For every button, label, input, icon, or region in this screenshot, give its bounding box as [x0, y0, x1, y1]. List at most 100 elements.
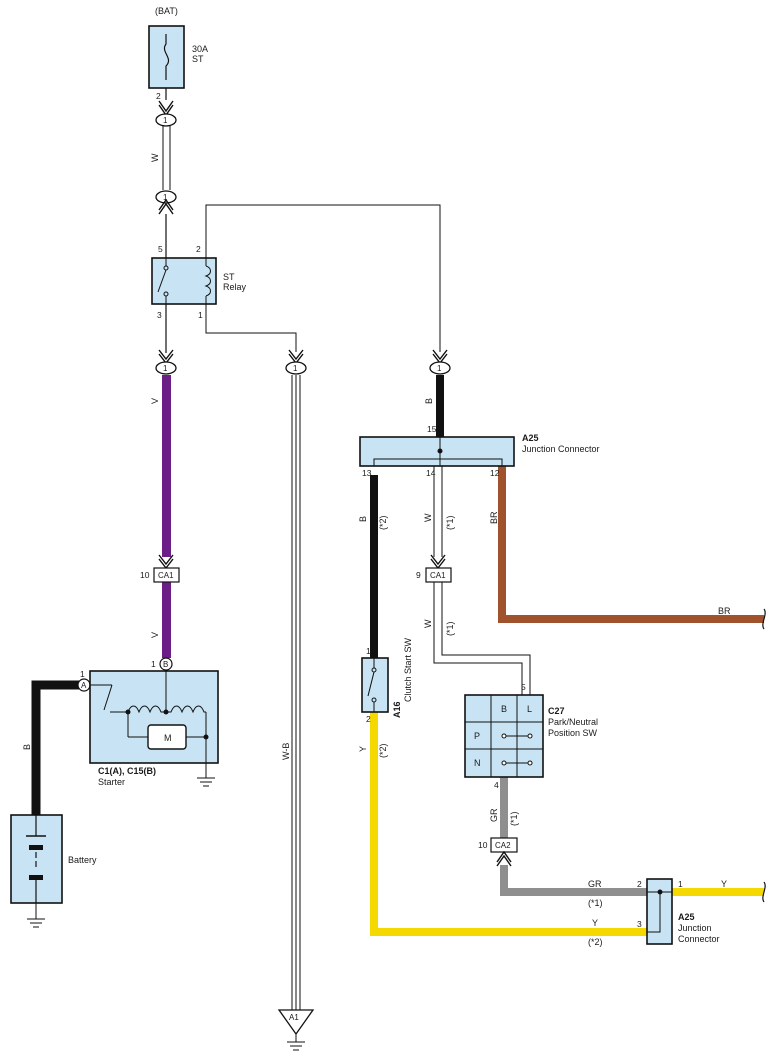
junction-connector-top [155, 113, 177, 127]
wire-w-a25-14 [433, 466, 443, 557]
pin-clutch-2: 2 [366, 714, 371, 724]
wire-code-w-ca1: W [423, 619, 433, 628]
fuse-name-label: ST [192, 54, 204, 64]
a25-top-code: A25 [522, 433, 539, 443]
pin-a25-14: 14 [426, 468, 436, 478]
pin-a25-13: 13 [362, 468, 372, 478]
pnp-col-b: B [501, 704, 507, 714]
wire-code-w-14: W [423, 513, 433, 522]
ca2-arrow [496, 850, 512, 867]
pin-relay-1: 1 [198, 310, 203, 320]
fuse-element-icon [163, 34, 170, 80]
junction-ground [285, 361, 307, 375]
wire-violet-lower [162, 582, 171, 658]
starter-motor-icon [147, 724, 187, 750]
pnp-row-n: N [474, 758, 481, 768]
wire-code-star2-bottom: (*2) [588, 937, 603, 947]
wire-violet [162, 375, 171, 557]
a25-bottom-internal [647, 889, 672, 933]
ca2-label: CA2 [495, 841, 511, 850]
relay-label-1: ST [223, 272, 235, 282]
fuse-amp-label: 30A [192, 44, 208, 54]
pin-a25b-2: 2 [637, 879, 642, 889]
junction-connector-a25-top [359, 436, 515, 467]
clutch-code: A16 [392, 701, 402, 718]
wire-code-y-clutch: Y [358, 746, 368, 752]
junction-arrow-bottom [158, 198, 174, 215]
ca1-mid-label: CA1 [430, 571, 446, 580]
wire-code-gr-bottom: GR [588, 879, 602, 889]
wire-black-battery [31, 680, 79, 815]
wire-code-star2-13: (*2) [378, 515, 388, 530]
ground-a1-triangle [277, 1009, 315, 1036]
wire-code-star1-pnp: (*1) [509, 811, 519, 826]
pin-j1-top: 1 [163, 116, 168, 125]
wire-code-br-right: BR [718, 606, 731, 616]
terminal-b [159, 657, 173, 671]
battery-cell-icon [26, 815, 46, 903]
pnp-name-1: Park/Neutral [548, 717, 598, 727]
junction-black [429, 361, 451, 375]
ca1-mid-pin: 9 [416, 570, 421, 580]
pin-a25b-3: 3 [637, 919, 642, 929]
starter-internal-circuit [90, 671, 209, 763]
wire-code-y-bottom: Y [592, 918, 598, 928]
wire-code-v-relay: V [150, 398, 160, 404]
pin-starter-1a: 1 [80, 669, 85, 679]
starter-code: C1(A), C15(B) [98, 766, 156, 776]
a25-bottom-name-2: Connector [678, 934, 720, 944]
a25-top-name: Junction Connector [522, 444, 600, 454]
bat-label: (BAT) [155, 6, 178, 16]
pin-j-violet: 1 [163, 364, 168, 373]
wire-code-star1-bottom: (*1) [588, 898, 603, 908]
pnp-col-l: L [527, 704, 532, 714]
pin-a25-12: 12 [490, 468, 500, 478]
pnp-row-p: P [474, 731, 480, 741]
battery-name: Battery [68, 855, 97, 865]
relay-switch-icon [157, 258, 169, 304]
pin-relay-3: 3 [157, 310, 162, 320]
pin-pnp-5: 5 [521, 682, 526, 692]
wire-code-star1-ca1: (*1) [445, 621, 455, 636]
pin-a25b-1: 1 [678, 879, 683, 889]
wire-code-br-12: BR [489, 511, 499, 524]
wire-black-a25-13 [370, 475, 378, 658]
pin-a25-15: 15 [427, 424, 437, 434]
relay-coil-icon [204, 258, 211, 304]
wire-code-star1-14: (*1) [445, 515, 455, 530]
a25-top-internal [373, 437, 503, 466]
ground-a1-label: A1 [289, 1013, 299, 1022]
wire-code-star2-clutch: (*2) [378, 743, 388, 758]
pin-j-black: 1 [437, 364, 442, 373]
pnp-contact-n [501, 760, 533, 766]
terminal-b-label: B [163, 660, 168, 669]
wire-relay2-to-a25 [205, 204, 441, 352]
clutch-start-switch [361, 657, 389, 713]
junction-arrow-top [158, 100, 174, 117]
pin-starter-1b: 1 [151, 659, 156, 669]
wire-w-ca1-pnp [433, 582, 531, 695]
pin-j-ground: 1 [293, 364, 298, 373]
starter-name: Starter [98, 777, 125, 787]
wire-gray-ca2-a25 [500, 865, 647, 896]
break-mark-br [762, 608, 766, 630]
clutch-name: Clutch Start SW [403, 637, 413, 702]
wire-code-b-a25-top: B [424, 398, 434, 404]
ca1-arrow-mid [430, 554, 446, 570]
wire-code-wb: W-B [281, 743, 291, 760]
ca2-pin: 10 [478, 840, 488, 850]
wire-gray-pnp [500, 777, 508, 838]
clutch-switch-icon [367, 658, 377, 712]
wire-code-b-13: B [358, 516, 368, 522]
pnp-contact-p [501, 733, 533, 739]
wire-wb-ground [291, 375, 301, 1010]
ca1-left-pin: 10 [140, 570, 150, 580]
wire-code-v-starter: V [150, 632, 160, 638]
relay-label-2: Relay [223, 282, 247, 292]
pin-clutch-1: 1 [366, 646, 371, 656]
wire-brown [498, 466, 764, 623]
terminal-a-label: A [81, 681, 87, 690]
pin-relay-5: 5 [158, 244, 163, 254]
starter-motor-letter: M [164, 733, 172, 743]
